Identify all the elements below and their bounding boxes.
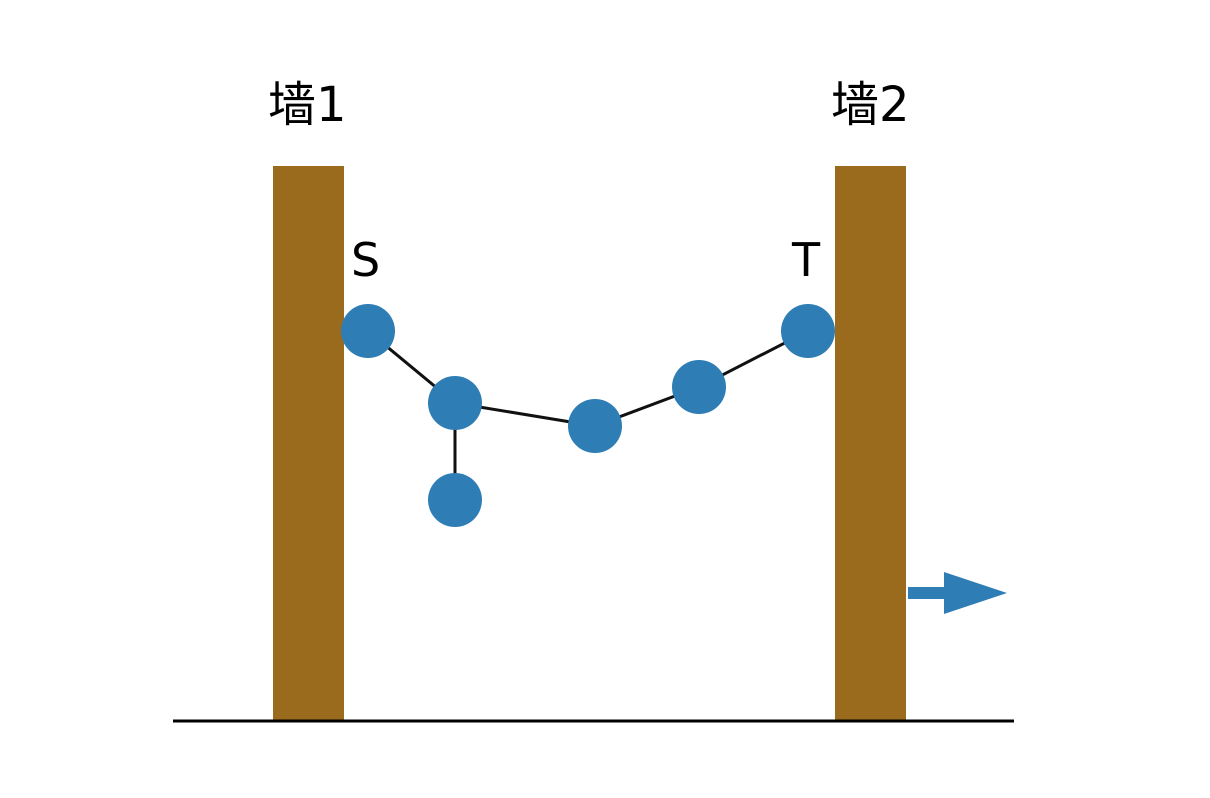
source-node: [341, 304, 395, 358]
nodes-group: [341, 304, 835, 527]
wall-1-label: 墙1: [268, 77, 347, 133]
node-4: [672, 360, 726, 414]
node-3: [568, 399, 622, 453]
node-2: [428, 473, 482, 527]
wall-1: [273, 166, 344, 722]
wall-2-label: 墙2: [831, 77, 910, 133]
source-label: S: [351, 233, 380, 287]
wall-2: [835, 166, 906, 722]
node-1: [428, 376, 482, 430]
target-node: [781, 304, 835, 358]
target-label: T: [791, 233, 821, 287]
arrow-right-icon: [908, 572, 1007, 614]
